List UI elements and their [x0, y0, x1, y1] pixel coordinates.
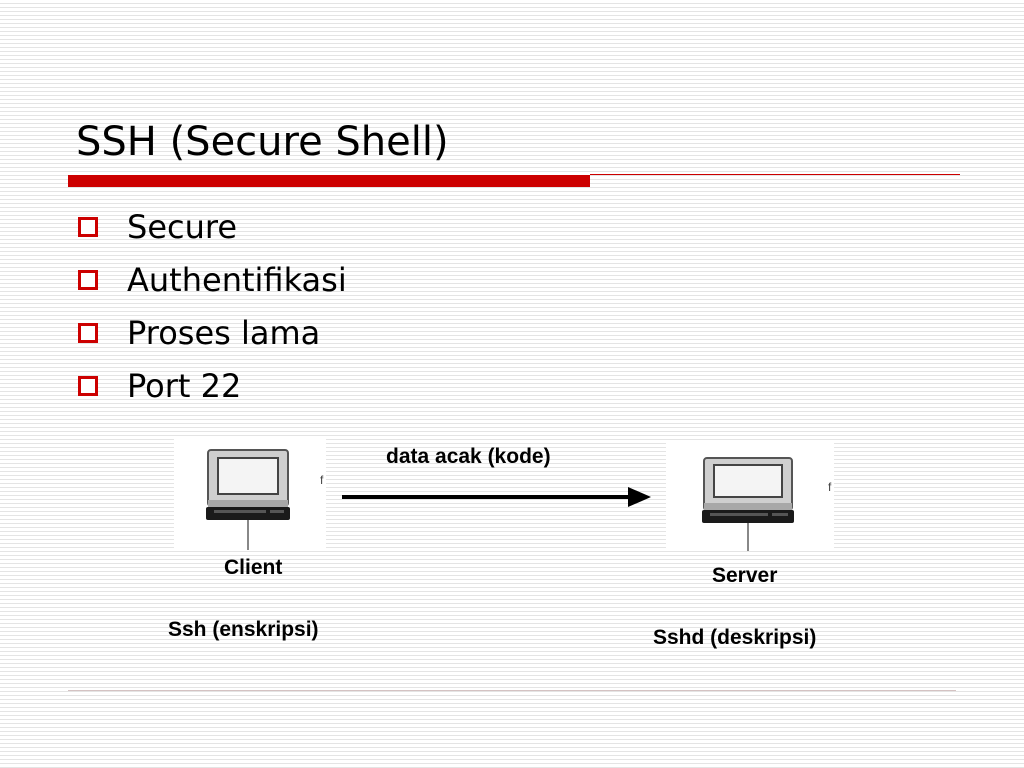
- server-label: Server: [712, 564, 778, 587]
- client-label: Client: [224, 556, 283, 579]
- computer-icon: f: [206, 449, 324, 550]
- square-bullet-icon: [78, 216, 98, 237]
- slide-title: SSH (Secure Shell): [76, 119, 449, 165]
- server-program-label: Sshd (deskripsi): [653, 626, 817, 649]
- computer-icon: f: [702, 457, 832, 551]
- footer-rule: [68, 690, 956, 691]
- client-computer: f: [174, 436, 326, 550]
- square-bullet-icon: [78, 322, 98, 343]
- arrow-label: data acak (kode): [386, 445, 551, 468]
- svg-text:f: f: [320, 473, 324, 487]
- bullet-text: Authentifikasi: [127, 260, 347, 299]
- svg-text:f: f: [828, 480, 832, 494]
- bullet-item: Proses lama: [78, 306, 347, 359]
- bullet-text: Port 22: [127, 366, 242, 405]
- bullet-item: Authentifikasi: [78, 253, 347, 306]
- bullet-text: Proses lama: [127, 313, 321, 352]
- client-program-label: Ssh (enskripsi): [168, 618, 319, 641]
- square-bullet-icon: [78, 375, 98, 396]
- bullet-text: Secure: [127, 207, 238, 246]
- bullet-item: Secure: [78, 200, 347, 253]
- bullet-item: Port 22: [78, 359, 347, 412]
- arrow-right-icon: [342, 487, 651, 507]
- title-rule: [68, 175, 590, 187]
- title-rule-extension: [590, 174, 960, 175]
- bullet-list: Secure Authentifikasi Proses lama Port 2…: [78, 200, 347, 412]
- server-computer: f: [666, 441, 834, 551]
- square-bullet-icon: [78, 269, 98, 290]
